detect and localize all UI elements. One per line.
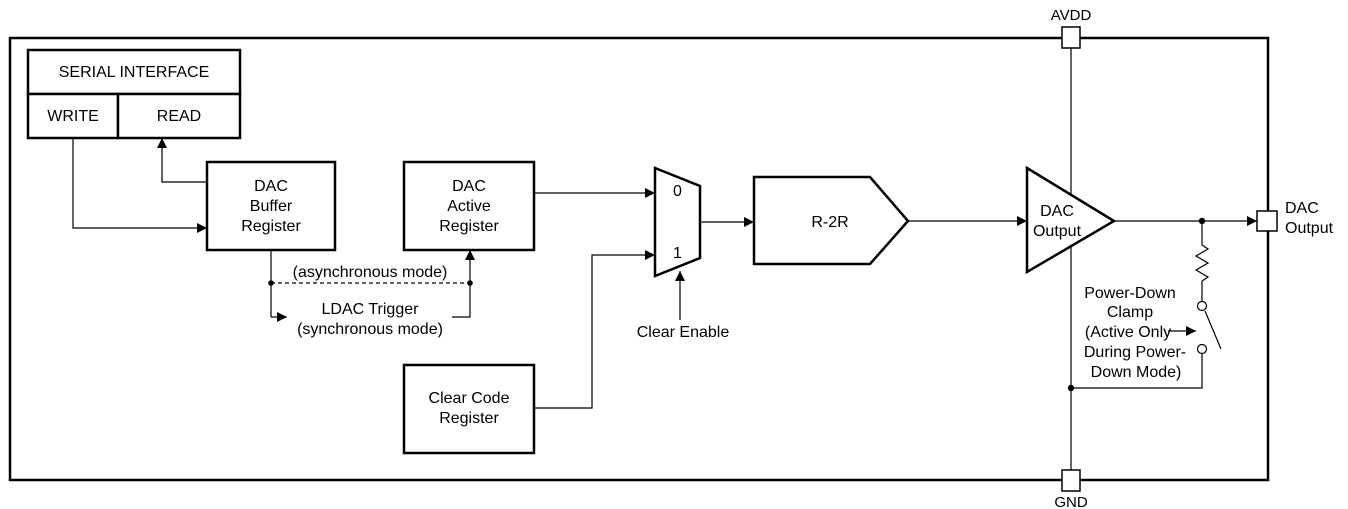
- clamp-resistor: [1194, 244, 1210, 282]
- write-to-buffer-wire: [72, 138, 207, 233]
- clear-enable-label: Clear Enable: [637, 324, 730, 341]
- dac-active-register: DAC Active Register: [402, 160, 536, 252]
- avdd-label: AVDD: [1051, 7, 1092, 24]
- switch-blade: [1204, 310, 1222, 350]
- junction-dot: [467, 280, 473, 286]
- dac-buffer-register-line-1: DAC: [254, 178, 288, 195]
- clear-code-register-line-2: Register: [439, 410, 499, 427]
- r2r-label: R-2R: [811, 214, 848, 231]
- mux-input-1-label: 1: [673, 245, 682, 262]
- async-mode-label: (asynchronous mode): [293, 264, 448, 281]
- dac-buffer-register-line-3: Register: [241, 218, 301, 235]
- dac-output-pin-line-1: DAC: [1285, 200, 1319, 217]
- gnd-pin: [1061, 469, 1081, 492]
- multiplexer: 0 1: [653, 166, 702, 278]
- dac-active-register-line-3: Register: [439, 218, 499, 235]
- mux-input-0-label: 0: [673, 183, 682, 200]
- junction-dot: [268, 280, 274, 286]
- power-down-clamp-line-2: Clamp: [1107, 304, 1153, 321]
- power-down-clamp-line-5: Down Mode): [1091, 364, 1182, 381]
- r2r-ladder: R-2R: [752, 175, 910, 266]
- avdd-pin: [1061, 26, 1081, 49]
- serial-interface-block: SERIAL INTERFACE WRITE READ: [26, 48, 242, 140]
- dac-active-register-line-2: Active: [447, 198, 491, 215]
- clear-code-to-mux-wire: [534, 250, 655, 409]
- power-down-clamp-line-1: Power-Down: [1084, 285, 1176, 302]
- sync-mode-label: (synchronous mode): [297, 321, 443, 338]
- dac-active-register-line-1: DAC: [452, 178, 486, 195]
- clear-code-register-line-1: Clear Code: [429, 390, 510, 407]
- dac-output-amp-line-1: DAC: [1040, 203, 1074, 220]
- dac-output-pin-line-2: Output: [1285, 220, 1334, 237]
- switch-contact-bottom: [1196, 343, 1208, 355]
- read-label: READ: [157, 108, 201, 125]
- serial-interface-title: SERIAL INTERFACE: [59, 64, 210, 81]
- junction-dot: [1067, 384, 1075, 392]
- write-label: WRITE: [47, 108, 99, 125]
- dac-output-amp-line-2: Output: [1033, 223, 1082, 240]
- dac-output-pin: [1256, 210, 1278, 232]
- ldac-trigger-label: LDAC Trigger: [322, 301, 420, 318]
- gnd-label: GND: [1054, 494, 1088, 509]
- clear-code-register: Clear Code Register: [402, 363, 536, 455]
- power-down-clamp-line-4: During Power-: [1084, 344, 1186, 361]
- sync-to-active-wire: [452, 250, 475, 318]
- dac-buffer-register: DAC Buffer Register: [205, 160, 337, 252]
- dac-buffer-register-line-2: Buffer: [250, 198, 293, 215]
- clamp-to-gnd-wire: [1071, 354, 1203, 389]
- power-down-clamp-line-3: (Active Only: [1085, 324, 1171, 341]
- switch-contact-top: [1196, 300, 1208, 312]
- buffer-to-read-wire: [157, 138, 207, 183]
- device-boundary: [8, 36, 1270, 482]
